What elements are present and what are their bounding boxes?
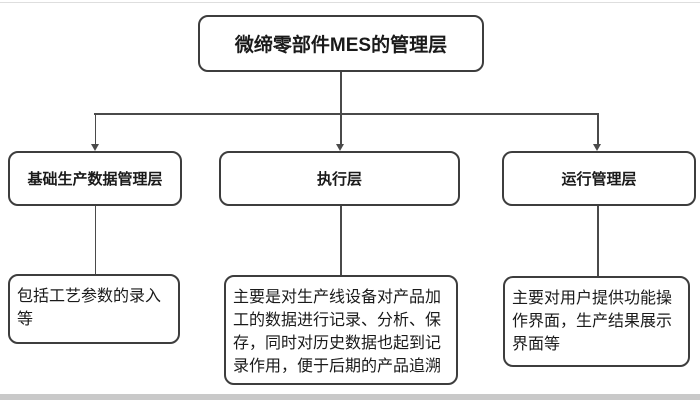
bottom-edge-strip: [0, 394, 700, 400]
connector-branch-bar: [94, 113, 598, 115]
root-node: 微缔零部件MES的管理层: [198, 15, 484, 72]
layer-node-execution: 执行层: [219, 151, 460, 206]
connector-drop-basic-data: [94, 113, 96, 145]
desc-node-execution: 主要是对生产线设备对产品加工的数据进行记录、分析、保存，同时对历史数据也起到记录…: [224, 275, 458, 385]
desc-node-basic-data: 包括工艺参数的录入等: [8, 274, 180, 344]
desc-node-basic-data-text: 包括工艺参数的录入等: [17, 288, 162, 328]
connector-execution-to-desc: [340, 206, 342, 275]
down-arrowhead-icon: [90, 144, 99, 151]
layer-node-operation: 运行管理层: [502, 151, 696, 206]
root-node-label: 微缔零部件MES的管理层: [234, 35, 448, 56]
layer-node-basic-data: 基础生产数据管理层: [8, 151, 182, 206]
connector-drop-operation: [597, 113, 599, 145]
connector-root-stem: [340, 72, 342, 113]
layer-node-basic-data-label: 基础生产数据管理层: [27, 171, 163, 188]
layer-node-operation-label: 运行管理层: [561, 171, 637, 188]
layer-node-execution-label: 执行层: [316, 171, 362, 188]
desc-node-operation: 主要对用户提供功能操作界面，生产结果展示界面等: [503, 276, 690, 367]
desc-node-execution-text: 主要是对生产线设备对产品加工的数据进行记录、分析、保存，同时对历史数据也起到记录…: [233, 289, 442, 375]
connector-operation-to-desc: [597, 206, 599, 276]
top-edge-rule: [0, 2, 700, 3]
down-arrowhead-icon: [593, 144, 601, 151]
connector-drop-execution: [340, 113, 342, 145]
connector-basic-data-to-desc: [94, 206, 96, 274]
down-arrowhead-icon: [336, 144, 344, 151]
desc-node-operation-text: 主要对用户提供功能操作界面，生产结果展示界面等: [512, 290, 673, 353]
